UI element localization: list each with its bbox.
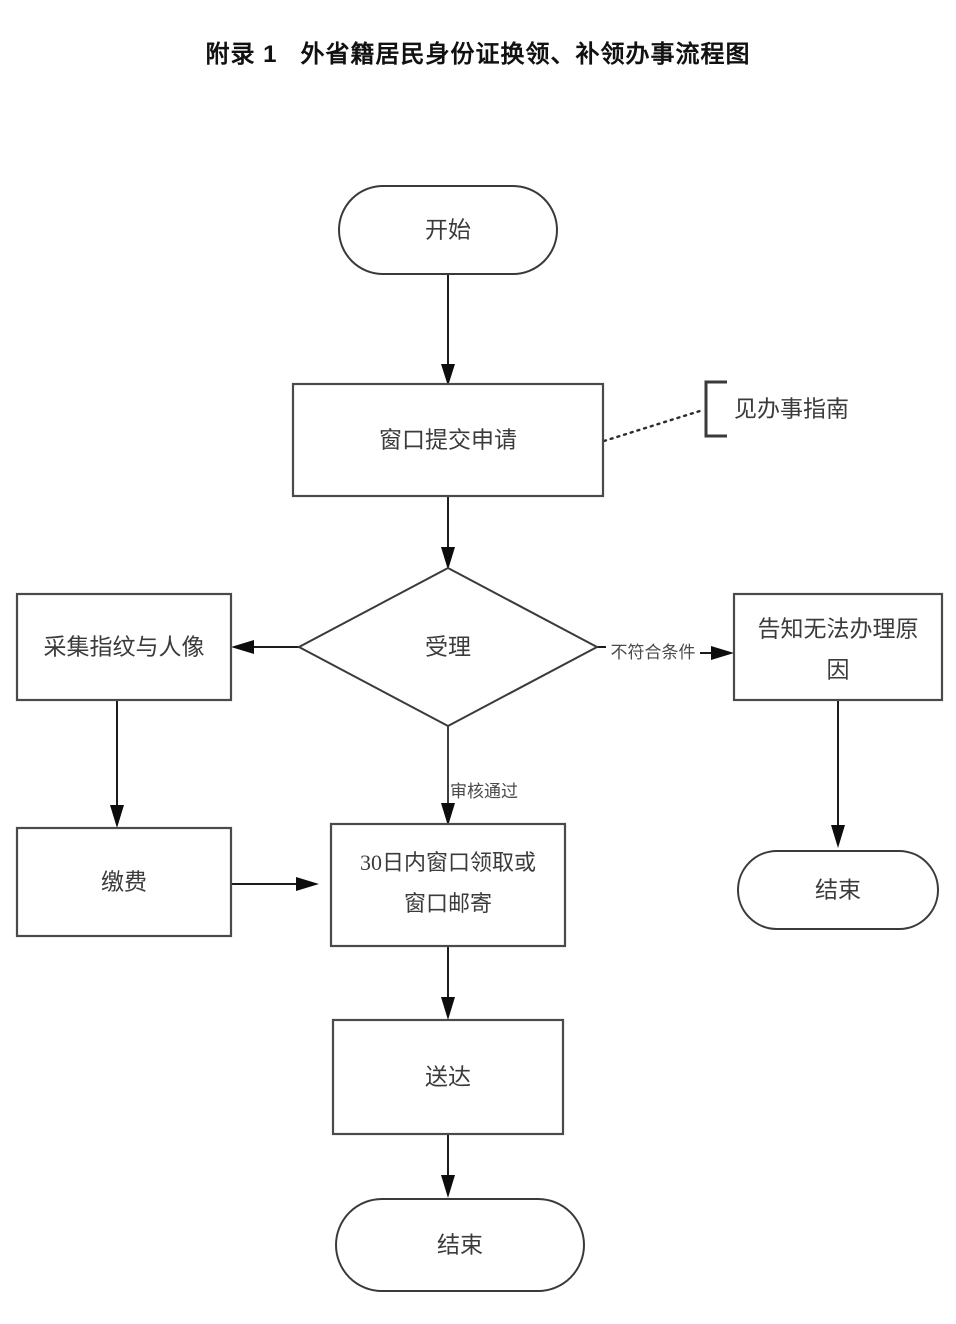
node-pickup-or-mail-label-line2: 窗口邮寄 xyxy=(404,891,492,916)
edge-submit-to-accept xyxy=(441,496,455,570)
node-end-bottom[interactable]: 结束 xyxy=(335,1198,585,1292)
edge-start-to-submit xyxy=(441,274,455,386)
edge-accept-to-notify: 不符合条件 xyxy=(597,643,734,662)
node-submit-application-label: 窗口提交申请 xyxy=(379,427,517,452)
edge-accept-to-collect xyxy=(231,640,299,654)
edge-deliver-to-end-bottom xyxy=(441,1134,455,1198)
annotation-guide-note-label: 见办事指南 xyxy=(734,396,849,421)
edge-pickup-to-deliver xyxy=(441,945,455,1020)
node-notify-reason[interactable]: 告知无法办理原 因 xyxy=(732,592,944,702)
node-start[interactable]: 开始 xyxy=(338,185,558,275)
annotation-guide-note: 见办事指南 xyxy=(704,380,849,438)
node-collect-biometrics[interactable]: 采集指纹与人像 xyxy=(15,592,233,702)
page-title: 附录 1 外省籍居民身份证换领、补领办事流程图 xyxy=(205,41,751,68)
edge-label-not-qualified: 不符合条件 xyxy=(611,643,696,662)
node-notify-reason-label-line1: 告知无法办理原 xyxy=(758,616,919,641)
left-bracket-icon xyxy=(704,380,727,438)
edge-notify-to-end-right xyxy=(831,700,845,848)
edge-pay-to-pickup xyxy=(231,877,319,891)
edge-label-review-passed: 审核通过 xyxy=(450,782,518,801)
edge-collect-to-pay xyxy=(110,700,124,828)
node-accept-decision[interactable]: 受理 xyxy=(296,566,600,728)
node-submit-application[interactable]: 窗口提交申请 xyxy=(291,382,605,498)
edge-accept-to-pickup: 审核通过 xyxy=(441,726,518,826)
node-end-right[interactable]: 结束 xyxy=(737,850,939,930)
node-end-bottom-label: 结束 xyxy=(437,1232,483,1257)
annotation-connector-dotted xyxy=(602,408,705,443)
node-collect-biometrics-label: 采集指纹与人像 xyxy=(44,634,205,659)
node-end-right-label: 结束 xyxy=(815,877,861,902)
node-deliver-label: 送达 xyxy=(425,1064,471,1089)
node-pickup-or-mail-label-line1: 30日内窗口领取或 xyxy=(360,850,536,875)
node-accept-decision-label: 受理 xyxy=(425,634,471,659)
node-pickup-or-mail[interactable]: 30日内窗口领取或 窗口邮寄 xyxy=(329,822,567,948)
node-pay-fee[interactable]: 缴费 xyxy=(15,826,233,938)
node-deliver[interactable]: 送达 xyxy=(331,1018,565,1136)
node-start-label: 开始 xyxy=(425,217,471,242)
node-notify-reason-label-line2: 因 xyxy=(827,657,850,682)
node-pay-fee-label: 缴费 xyxy=(101,869,147,894)
